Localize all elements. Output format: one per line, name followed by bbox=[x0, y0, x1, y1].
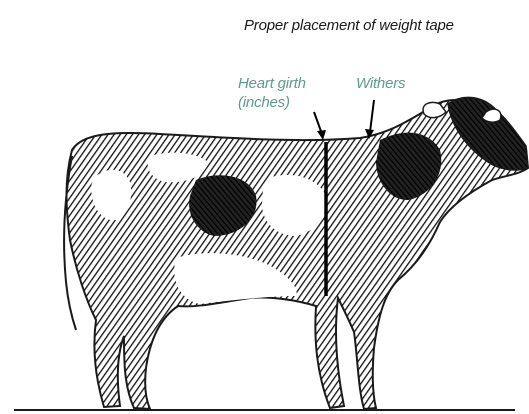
diagram-title: Proper placement of weight tape bbox=[244, 17, 454, 34]
withers-label: Withers bbox=[356, 74, 405, 93]
heart-girth-arrow-head bbox=[317, 130, 326, 140]
cow-body bbox=[67, 100, 529, 409]
withers-arrow-shaft bbox=[370, 100, 374, 132]
heart-girth-label-line1: Heart girth bbox=[238, 74, 306, 93]
heart-girth-label-line2: (inches) bbox=[238, 93, 306, 112]
heart-girth-label: Heart girth (inches) bbox=[238, 74, 306, 112]
